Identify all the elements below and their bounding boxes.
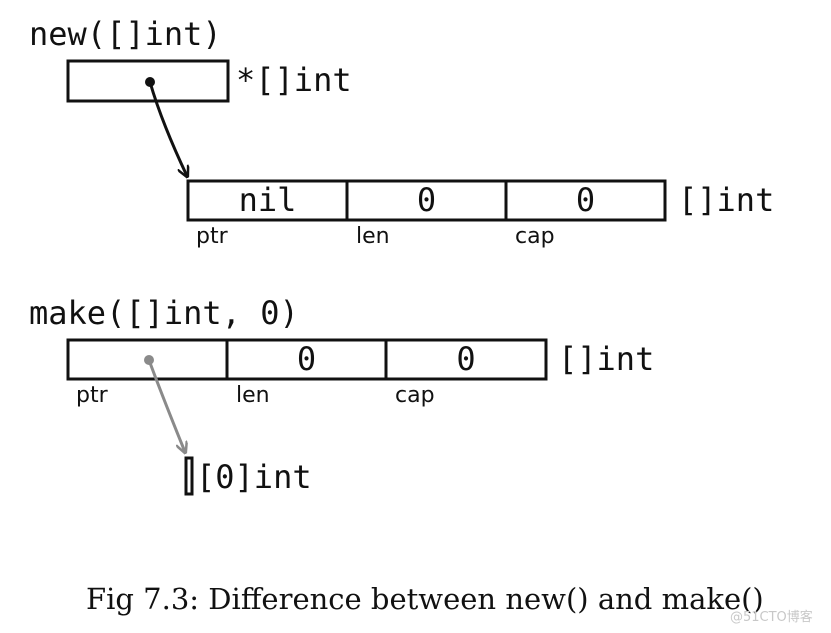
figure-caption: Fig 7.3: Difference between new() and ma… — [86, 582, 764, 616]
pointer-type-label: *[]int — [236, 61, 352, 99]
make-slice-header-box — [66, 338, 548, 381]
new-slice-type-label: []int — [678, 181, 775, 219]
new-slice-header-box — [186, 179, 667, 222]
make-field-label-cap: cap — [395, 383, 435, 408]
empty-array-type-label: [0]int — [196, 458, 312, 496]
new-heading: new([]int) — [29, 15, 222, 53]
new-cell-len: 0 — [416, 181, 437, 219]
make-field-label-len: len — [236, 383, 270, 408]
make-ptr-arrow — [147, 359, 185, 452]
make-heading: make([]int, 0) — [29, 294, 299, 332]
make-field-label-ptr: ptr — [76, 383, 108, 408]
pointer-box — [66, 59, 230, 103]
make-slice-type-label: []int — [558, 340, 655, 378]
new-field-label-cap: cap — [515, 224, 555, 249]
make-cell-cap: 0 — [456, 340, 476, 378]
pointer-arrow — [148, 81, 187, 176]
new-cell-cap: 0 — [575, 181, 596, 219]
watermark: @51CTO博客 — [730, 610, 813, 625]
make-cell-len: 0 — [296, 340, 317, 378]
new-field-label-len: len — [356, 224, 390, 249]
empty-array-box — [184, 456, 194, 496]
new-field-label-ptr: ptr — [196, 224, 228, 249]
new-cell-ptr: nil — [238, 181, 297, 219]
